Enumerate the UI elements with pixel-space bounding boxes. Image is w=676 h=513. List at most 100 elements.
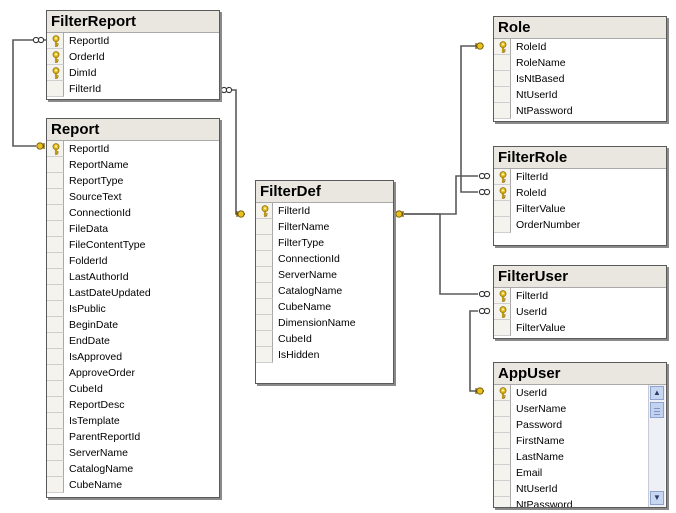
row-selector[interactable] (494, 465, 511, 481)
scroll-up-arrow-icon[interactable]: ▲ (650, 386, 664, 400)
scroll-thumb[interactable] (650, 402, 664, 418)
row-selector[interactable] (47, 413, 64, 429)
column-row[interactable]: DimId (47, 65, 219, 81)
column-row[interactable]: ReportId (47, 33, 219, 49)
row-selector[interactable] (256, 251, 273, 267)
row-selector[interactable] (47, 189, 64, 205)
row-selector[interactable] (494, 449, 511, 465)
row-selector[interactable] (494, 481, 511, 497)
row-selector[interactable] (47, 317, 64, 333)
column-row[interactable]: FilterId (494, 169, 666, 185)
column-row[interactable]: Password (494, 417, 648, 433)
column-row[interactable]: CubeId (256, 331, 393, 347)
column-row[interactable]: LastAuthorId (47, 269, 219, 285)
row-selector[interactable] (494, 71, 511, 87)
row-selector[interactable] (47, 429, 64, 445)
table-title[interactable]: Role (494, 17, 666, 39)
column-row[interactable]: IsPublic (47, 301, 219, 317)
table-title[interactable]: FilterDef (256, 181, 393, 203)
column-row[interactable]: RoleId (494, 39, 666, 55)
column-row[interactable]: IsApproved (47, 349, 219, 365)
row-selector[interactable] (494, 417, 511, 433)
column-row[interactable]: RoleName (494, 55, 666, 71)
column-row[interactable]: FilterId (256, 203, 393, 219)
row-selector[interactable] (256, 219, 273, 235)
row-selector[interactable] (494, 320, 511, 336)
column-row[interactable]: ReportId (47, 141, 219, 157)
table-title[interactable]: FilterReport (47, 11, 219, 33)
row-selector[interactable] (47, 397, 64, 413)
row-selector[interactable] (494, 304, 511, 320)
column-row[interactable]: EndDate (47, 333, 219, 349)
column-row[interactable]: NtPassword (494, 497, 648, 507)
row-selector[interactable] (256, 283, 273, 299)
row-selector[interactable] (47, 221, 64, 237)
link-role-filterrole[interactable] (460, 45, 483, 193)
row-selector[interactable] (494, 87, 511, 103)
row-selector[interactable] (47, 157, 64, 173)
row-selector[interactable] (47, 253, 64, 269)
row-selector[interactable] (47, 445, 64, 461)
column-row[interactable]: ServerName (47, 445, 219, 461)
column-row[interactable]: IsNtBased (494, 71, 666, 87)
row-selector[interactable] (47, 477, 64, 493)
row-selector[interactable] (256, 203, 273, 219)
column-row[interactable]: FilterValue (494, 201, 666, 217)
row-selector[interactable] (47, 301, 64, 317)
column-row[interactable]: UserName (494, 401, 648, 417)
column-row[interactable]: FilterType (256, 235, 393, 251)
row-selector[interactable] (494, 217, 511, 233)
row-selector[interactable] (47, 269, 64, 285)
column-row[interactable]: ConnectionId (256, 251, 393, 267)
row-selector[interactable] (47, 33, 64, 49)
link-appuser-filteruser[interactable] (469, 310, 484, 392)
column-row[interactable]: FolderId (47, 253, 219, 269)
row-selector[interactable] (47, 141, 64, 157)
column-row[interactable]: LastDateUpdated (47, 285, 219, 301)
column-row[interactable]: FilterValue (494, 320, 666, 336)
row-selector[interactable] (47, 285, 64, 301)
row-selector[interactable] (494, 385, 511, 401)
column-row[interactable]: FilterId (494, 288, 666, 304)
row-selector[interactable] (256, 267, 273, 283)
column-row[interactable]: ServerName (256, 267, 393, 283)
table-title[interactable]: FilterRole (494, 147, 666, 169)
row-selector[interactable] (256, 331, 273, 347)
row-selector[interactable] (47, 237, 64, 253)
table-title[interactable]: AppUser (494, 363, 666, 385)
column-row[interactable]: LastName (494, 449, 648, 465)
column-row[interactable]: NtPassword (494, 103, 666, 119)
table-title[interactable]: FilterUser (494, 266, 666, 288)
column-row[interactable]: FilterName (256, 219, 393, 235)
column-row[interactable]: FilterId (47, 81, 219, 97)
row-selector[interactable] (494, 401, 511, 417)
column-row[interactable]: CubeName (47, 477, 219, 493)
column-row[interactable]: ReportDesc (47, 397, 219, 413)
link-filterdef-filterrole[interactable] (404, 175, 478, 215)
column-row[interactable]: OrderNumber (494, 217, 666, 233)
row-selector[interactable] (494, 103, 511, 119)
scroll-down-arrow-icon[interactable]: ▼ (650, 491, 664, 505)
column-row[interactable]: UserId (494, 304, 666, 320)
column-row[interactable]: IsHidden (256, 347, 393, 363)
row-selector[interactable] (47, 365, 64, 381)
row-selector[interactable] (47, 81, 64, 97)
link-filterdef-filteruser[interactable] (404, 213, 478, 295)
column-row[interactable]: Email (494, 465, 648, 481)
column-row[interactable]: CubeId (47, 381, 219, 397)
vertical-scrollbar[interactable]: ▲▼ (648, 385, 665, 507)
row-selector[interactable] (256, 235, 273, 251)
row-selector[interactable] (256, 315, 273, 331)
column-row[interactable]: FirstName (494, 433, 648, 449)
column-row[interactable]: NtUserId (494, 481, 648, 497)
link-report-filterreport[interactable] (12, 39, 46, 147)
column-row[interactable]: NtUserId (494, 87, 666, 103)
row-selector[interactable] (256, 299, 273, 315)
column-row[interactable]: CubeName (256, 299, 393, 315)
row-selector[interactable] (47, 333, 64, 349)
row-selector[interactable] (47, 381, 64, 397)
column-row[interactable]: RoleId (494, 185, 666, 201)
